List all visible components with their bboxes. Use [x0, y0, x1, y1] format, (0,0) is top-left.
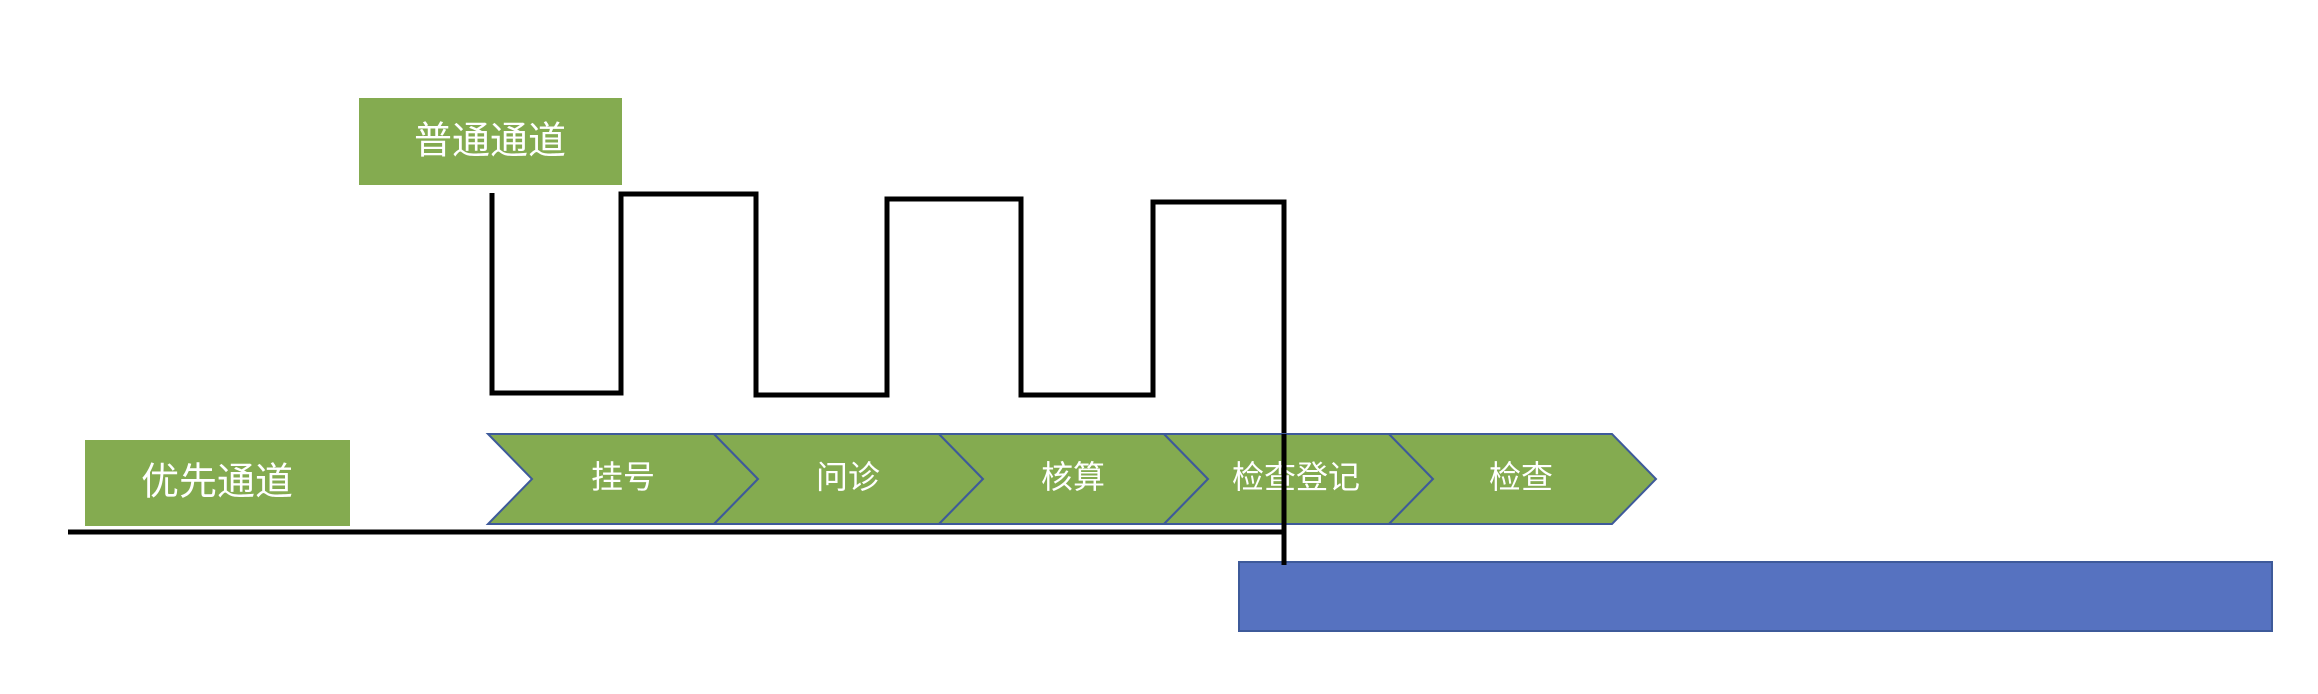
step-examination: 检查	[1386, 433, 1658, 525]
step-examination-chevron	[1386, 433, 1658, 525]
blue-bar	[1238, 561, 2273, 632]
step-examination-label: 检查	[1489, 458, 1553, 496]
normal-channel-label: 普通通道	[414, 119, 566, 163]
step-registration-label: 挂号	[591, 458, 655, 496]
priority-channel-rect	[85, 440, 350, 526]
step-exam-registration: 检查登记	[1161, 433, 1435, 525]
process-steps: 挂号 问诊 核算 检查登记 检查	[485, 433, 1658, 525]
priority-channel-label: 优先通道	[141, 460, 293, 504]
step-exam-registration-label: 检查登记	[1232, 458, 1360, 496]
step-billing-label: 核算	[1041, 458, 1105, 496]
step-registration: 挂号	[485, 433, 760, 525]
priority-channel-box: 优先通道	[85, 440, 350, 526]
normal-channel-rect	[359, 98, 622, 185]
normal-channel-box: 普通通道	[359, 98, 622, 185]
normal-channel-queue-path	[489, 191, 1287, 565]
step-consultation-label: 问诊	[816, 458, 880, 496]
